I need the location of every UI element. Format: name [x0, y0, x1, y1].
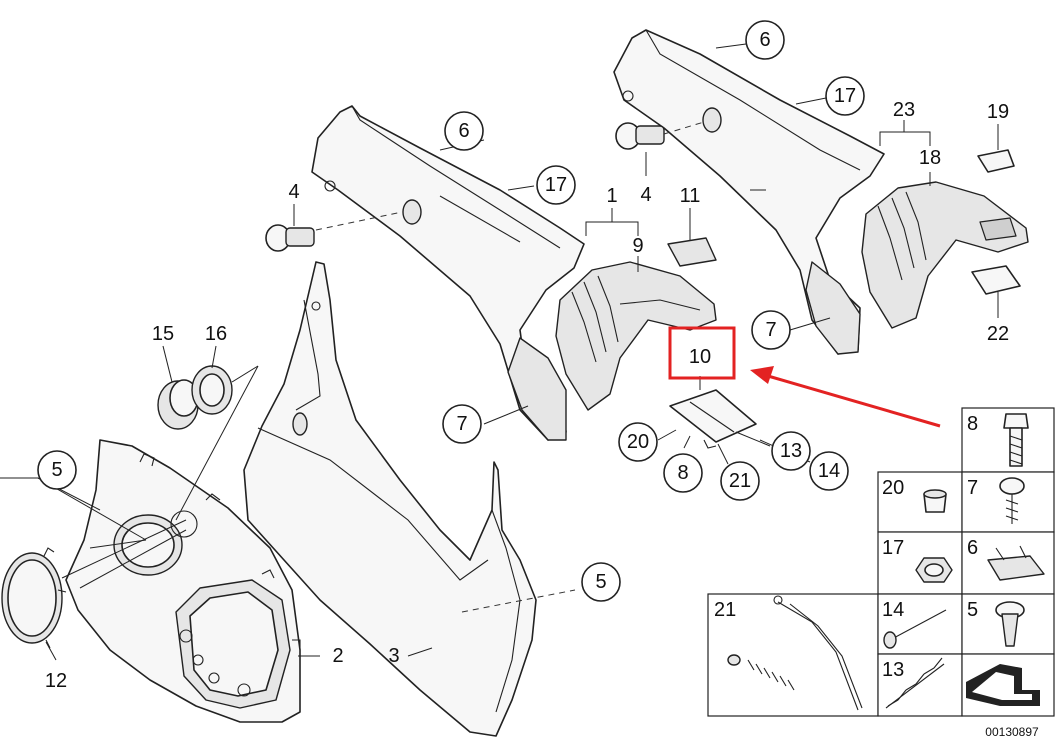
callout-6-right: 6 — [759, 29, 770, 51]
callout-5-right: 5 — [595, 571, 606, 593]
callout-9: 9 — [632, 235, 643, 257]
pin-part-4-left — [265, 224, 315, 252]
callout-5-left: 5 — [51, 459, 62, 481]
parts-legend: 8 20 7 17 6 21 14 5 13 — [707, 407, 1055, 717]
pin-part-4-right — [615, 122, 665, 150]
callout-14: 14 — [818, 460, 840, 482]
release-cable-icon — [727, 595, 863, 711]
cap-part-19 — [977, 149, 1015, 173]
trim-panel-part-2 — [65, 439, 301, 723]
callout-23: 23 — [893, 99, 915, 121]
pillar-lower-right-part-7 — [805, 261, 861, 355]
highlight-arrow — [767, 374, 941, 428]
legend-label-14: 14 — [882, 599, 904, 621]
bolt-icon — [1003, 413, 1029, 467]
callout-8: 8 — [677, 462, 688, 484]
highlight-group: 10 — [668, 326, 941, 428]
callout-4-right: 4 — [640, 184, 651, 206]
cap-part-11 — [667, 237, 717, 267]
callout-19: 19 — [987, 101, 1009, 123]
legend-label-7: 7 — [967, 477, 978, 499]
callout-20: 20 — [627, 431, 649, 453]
cap-fastener-icon — [923, 489, 947, 513]
legend-label-8: 8 — [967, 413, 978, 435]
legend-label-21: 21 — [714, 599, 736, 621]
pin-rod-icon — [883, 609, 947, 649]
callout-3: 3 — [388, 645, 399, 667]
callout-17-right: 17 — [834, 85, 856, 107]
callout-10: 10 — [689, 346, 711, 368]
cap-part-22 — [971, 265, 1021, 295]
callout-7-left: 7 — [456, 413, 467, 435]
arrow-head — [750, 366, 774, 384]
legend-label-17: 17 — [882, 537, 904, 559]
legend-label-5: 5 — [967, 599, 978, 621]
cover-part-10 — [669, 389, 757, 449]
legend-label-6: 6 — [967, 537, 978, 559]
speaker-ring-part-12 — [1, 547, 67, 649]
legend-label-20: 20 — [882, 477, 904, 499]
callout-4-left: 4 — [288, 181, 299, 203]
pillar-lower-left-part-7 — [507, 337, 567, 441]
expansion-rivet-icon — [995, 601, 1025, 647]
previous-arrow-icon — [966, 664, 1040, 706]
legend-label-13: 13 — [882, 659, 904, 681]
callout-12: 12 — [45, 670, 67, 692]
seatbelt-guide-right-part-18 — [861, 181, 1029, 329]
callout-6-left: 6 — [458, 120, 469, 142]
callout-7-right: 7 — [765, 319, 776, 341]
side-panel-part-3 — [243, 261, 537, 737]
seatbelt-guide-left-part-9 — [555, 261, 717, 411]
callout-18: 18 — [919, 147, 941, 169]
hex-nut-icon — [915, 557, 953, 583]
callout-1: 1 — [606, 185, 617, 207]
callout-21: 21 — [729, 470, 751, 492]
callout-2: 2 — [332, 645, 343, 667]
callout-16: 16 — [205, 323, 227, 345]
spring-icon — [885, 657, 945, 709]
callout-15: 15 — [152, 323, 174, 345]
screw-icon — [999, 477, 1025, 524]
grommet-part-16 — [191, 365, 233, 415]
plug-part-15 — [157, 379, 199, 430]
clip-icon — [987, 545, 1045, 581]
callout-11: 11 — [680, 185, 701, 207]
callout-17-left: 17 — [545, 174, 567, 196]
callout-22: 22 — [987, 323, 1009, 345]
callouts: 6 17 6 17 4 4 1 9 11 23 18 19 22 15 16 2… — [37, 20, 1009, 692]
highlight-box — [668, 326, 736, 380]
callout-13: 13 — [780, 440, 802, 462]
reference-number: 00130897 — [985, 725, 1039, 739]
